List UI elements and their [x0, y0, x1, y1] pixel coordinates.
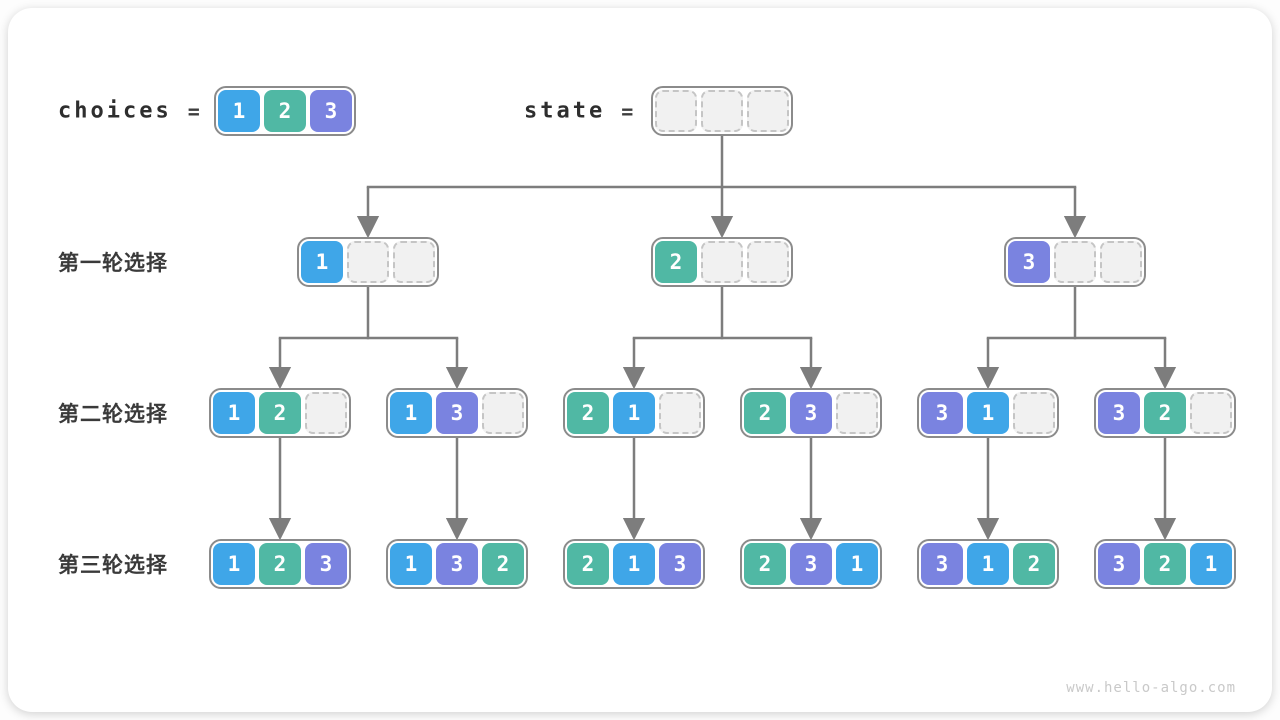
card-background	[8, 8, 1272, 712]
